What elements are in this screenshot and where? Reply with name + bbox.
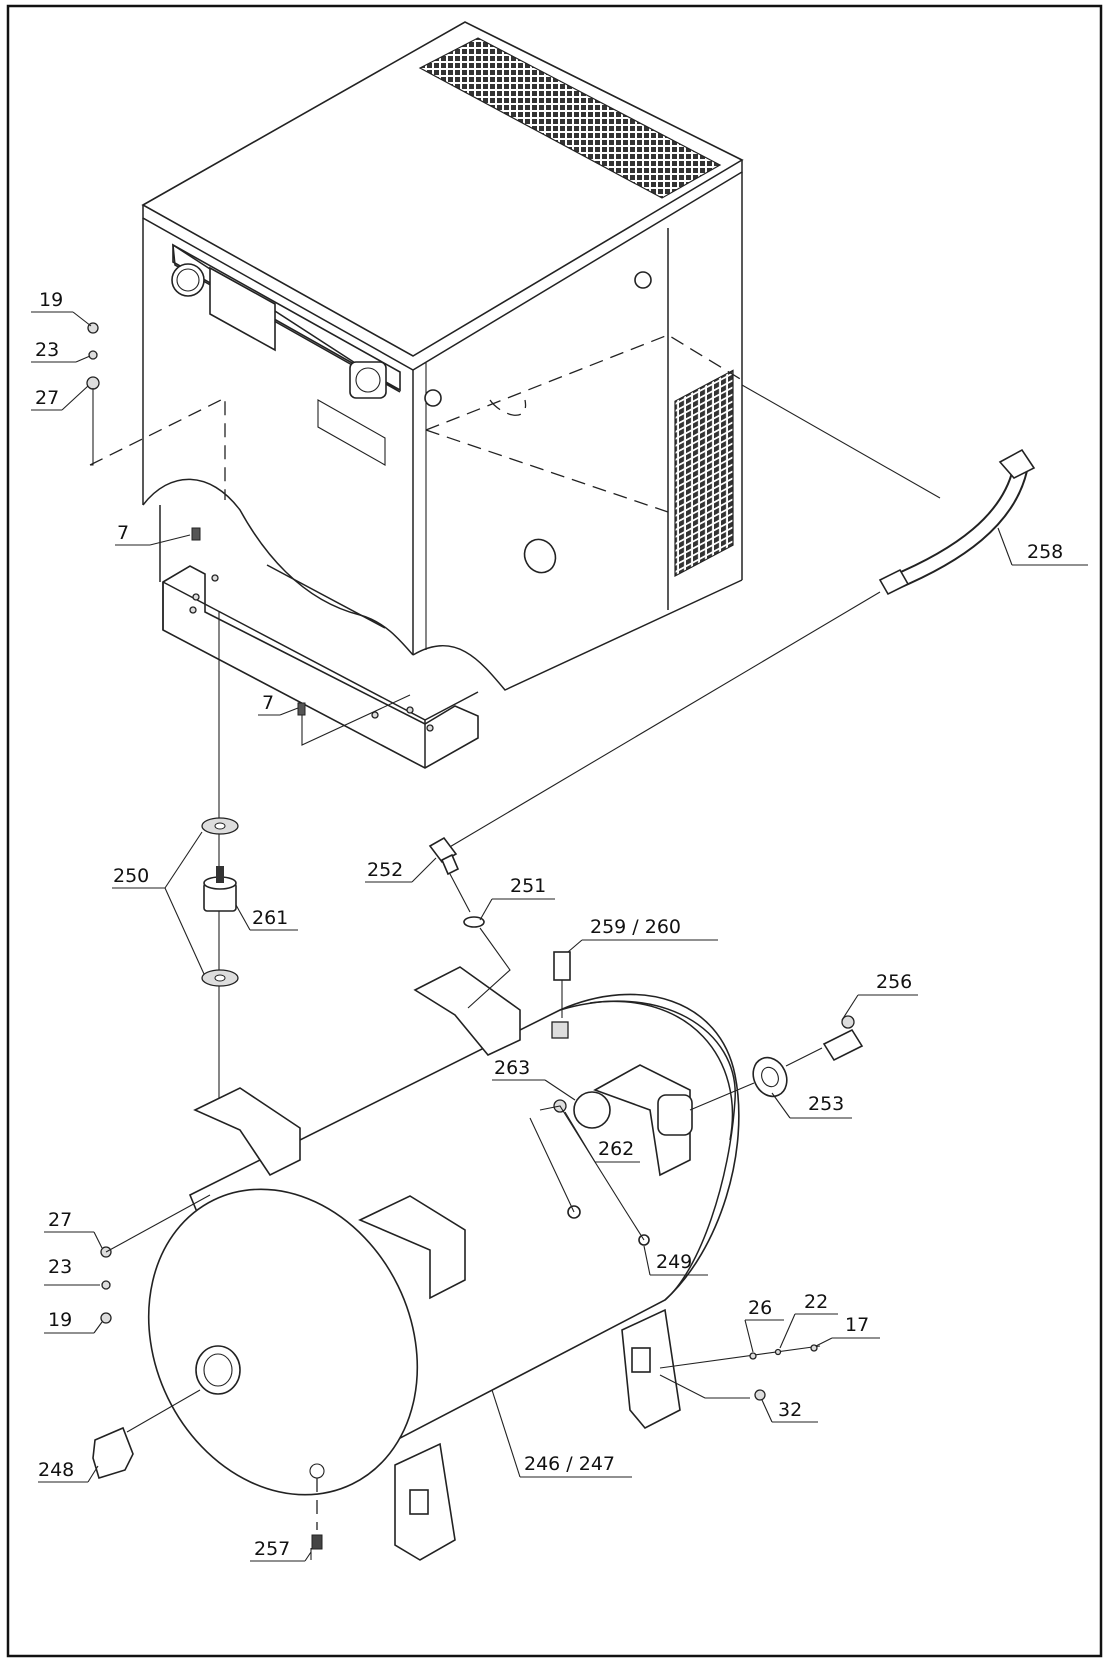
- part-label: 261: [252, 907, 288, 929]
- part-label: 19: [39, 289, 63, 311]
- part-label: 32: [778, 1399, 802, 1421]
- part-label: 19: [48, 1309, 72, 1331]
- display-window: [209, 266, 276, 352]
- compressor-cabinet: [89, 21, 744, 769]
- part-label: 253: [808, 1093, 844, 1115]
- part-label: 17: [845, 1314, 869, 1336]
- side-vent-grill: [674, 369, 734, 578]
- part-label: 262: [598, 1138, 634, 1160]
- part-label: 249: [656, 1251, 692, 1273]
- part-callouts: 19 23 27 7 7 258 250 261 252 251 259 / 2…: [31, 289, 1088, 1562]
- part-label: 7: [117, 522, 129, 544]
- top-vent-grill: [418, 37, 722, 199]
- part-label: 259 / 260: [590, 916, 681, 938]
- part-label: 27: [35, 387, 59, 409]
- part-label: 22: [804, 1291, 828, 1313]
- part-label: 7: [262, 692, 274, 714]
- base-frame: [162, 565, 479, 769]
- vibration-mounts: [201, 612, 239, 1100]
- main-switch: [349, 361, 387, 399]
- part-label: 256: [876, 971, 912, 993]
- part-label: 23: [35, 339, 59, 361]
- drawing-frame: [6, 4, 1103, 1658]
- part-label: 27: [48, 1209, 72, 1231]
- part-label: 26: [748, 1297, 772, 1319]
- part-label: 251: [510, 875, 546, 897]
- part-label: 257: [254, 1538, 290, 1560]
- part-label: 250: [113, 865, 149, 887]
- part-label: 23: [48, 1256, 72, 1278]
- part-label: 263: [494, 1057, 530, 1079]
- part-label: 258: [1027, 541, 1063, 563]
- air-receiver-tank: [147, 966, 740, 1561]
- part-label: 252: [367, 859, 403, 881]
- part-label: 246 / 247: [524, 1453, 615, 1475]
- tank-end-cap: [147, 1188, 419, 1496]
- hose-assembly: [447, 384, 1036, 849]
- part-label: 248: [38, 1459, 74, 1481]
